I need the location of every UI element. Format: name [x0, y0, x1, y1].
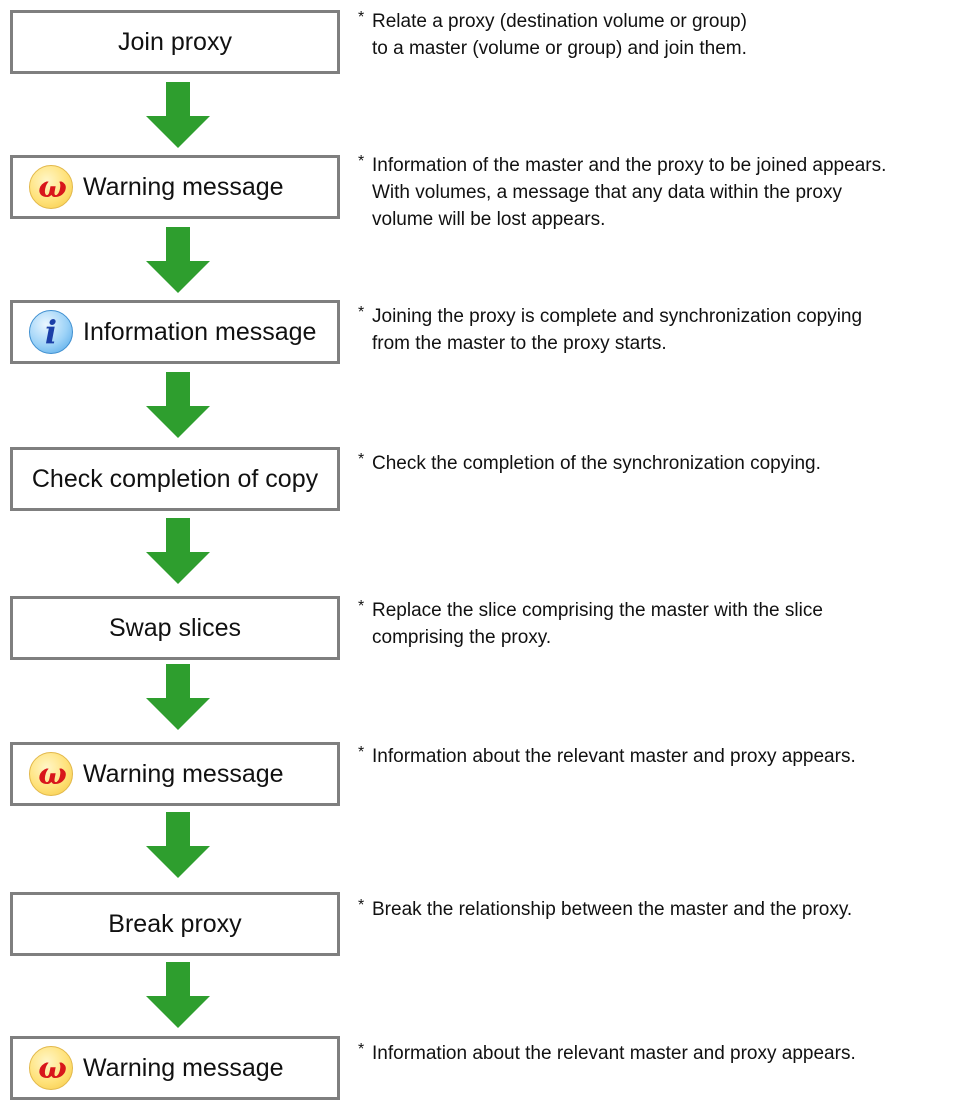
down-arrow-icon — [146, 812, 210, 878]
note-text: Information of the master and the proxy … — [372, 155, 887, 230]
step-note: * Information about the relevant master … — [358, 743, 956, 770]
step-warning-message: ω Warning message — [10, 742, 340, 806]
down-arrow-icon — [146, 227, 210, 293]
note-text: Information about the relevant master an… — [372, 1043, 856, 1064]
note-text: Relate a proxy (destination volume or gr… — [372, 11, 747, 59]
step-label: Warning message — [83, 1053, 284, 1082]
down-arrow-icon — [146, 82, 210, 148]
note-marker: * — [358, 9, 365, 26]
note-text: Check the completion of the synchronizat… — [372, 453, 821, 474]
down-arrow-icon — [146, 664, 210, 730]
warning-icon: ω — [29, 165, 73, 209]
step-label: Warning message — [83, 172, 284, 201]
step-note: * Information of the master and the prox… — [358, 152, 956, 233]
note-marker: * — [358, 304, 365, 321]
step-swap-slices: Swap slices — [10, 596, 340, 660]
step-note: * Replace the slice comprising the maste… — [358, 597, 956, 651]
note-marker: * — [358, 897, 365, 914]
step-label: Swap slices — [109, 613, 241, 642]
step-information-message: i Information message — [10, 300, 340, 364]
step-warning-message: ω Warning message — [10, 1036, 340, 1100]
step-join-proxy: Join proxy — [10, 10, 340, 74]
step-check-completion: Check completion of copy — [10, 447, 340, 511]
step-label: Warning message — [83, 759, 284, 788]
step-note: * Relate a proxy (destination volume or … — [358, 8, 956, 62]
note-text: Break the relationship between the maste… — [372, 899, 853, 920]
step-note: * Information about the relevant master … — [358, 1040, 956, 1067]
step-note: * Joining the proxy is complete and sync… — [358, 303, 956, 357]
information-icon: i — [29, 310, 73, 354]
step-label: Check completion of copy — [31, 464, 319, 493]
warning-icon: ω — [29, 1046, 73, 1090]
note-marker: * — [358, 598, 365, 615]
down-arrow-icon — [146, 372, 210, 438]
note-text: Joining the proxy is complete and synchr… — [372, 306, 863, 354]
note-marker: * — [358, 153, 365, 170]
step-label: Break proxy — [108, 909, 242, 938]
note-marker: * — [358, 1041, 365, 1058]
step-note: * Check the completion of the synchroniz… — [358, 450, 956, 477]
note-marker: * — [358, 451, 365, 468]
warning-icon: ω — [29, 752, 73, 796]
down-arrow-icon — [146, 518, 210, 584]
note-text: Information about the relevant master an… — [372, 746, 856, 767]
down-arrow-icon — [146, 962, 210, 1028]
step-warning-message: ω Warning message — [10, 155, 340, 219]
step-note: * Break the relationship between the mas… — [358, 896, 956, 923]
note-text: Replace the slice comprising the master … — [372, 600, 823, 648]
step-label: Information message — [83, 317, 317, 346]
note-marker: * — [358, 744, 365, 761]
step-break-proxy: Break proxy — [10, 892, 340, 956]
step-label: Join proxy — [118, 27, 232, 56]
